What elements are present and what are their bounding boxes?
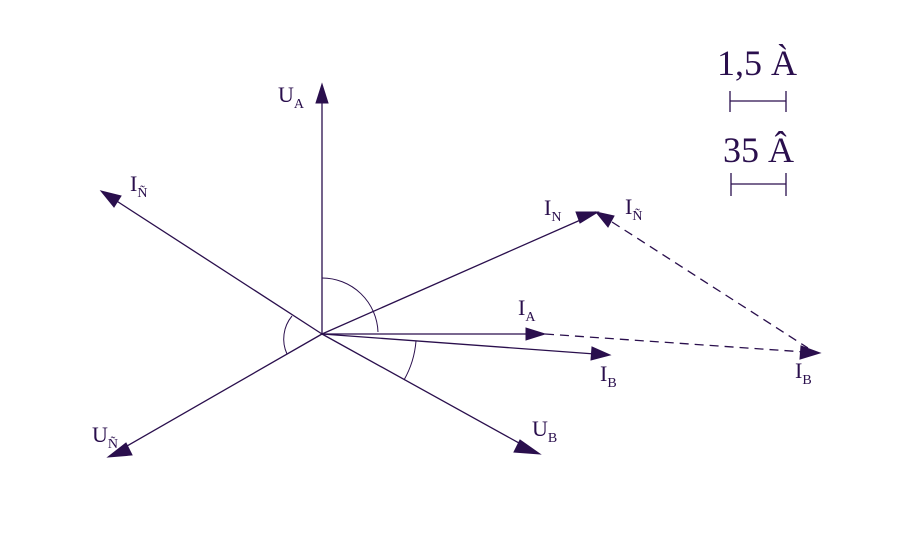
shifted-ic-arrowhead <box>594 211 615 228</box>
label-ia: IA <box>518 295 536 325</box>
vector-ic-arrowhead <box>99 190 122 208</box>
vector-in-line <box>321 217 586 335</box>
angle-arc-ua-in <box>321 277 379 333</box>
vector-ua-arrowhead <box>315 82 329 104</box>
vector-ia-arrowhead <box>525 327 547 341</box>
scale-current-label: 1,5 À <box>717 43 797 83</box>
vector-uc-line <box>119 333 323 451</box>
label-ua: UA <box>278 82 305 112</box>
vector-uc-arrowhead <box>106 442 133 458</box>
angle-arc-ic-uc <box>283 315 293 355</box>
dashed-ia-to-ib <box>544 333 806 353</box>
label-ub: UB <box>532 416 557 446</box>
vector-ib-line <box>321 333 596 355</box>
angle-arc-ib-ub <box>403 340 417 381</box>
vector-ub-line <box>321 333 529 449</box>
vector-ub-arrowhead <box>513 439 542 455</box>
label-ib: IB <box>600 361 617 391</box>
vector-in-arrowhead <box>575 211 600 224</box>
scale-current-bar <box>729 91 787 112</box>
scale-voltage-bar <box>730 173 787 196</box>
vector-ic-line <box>111 197 323 335</box>
vector-ib-arrowhead <box>590 346 612 361</box>
shifted-ib-arrowhead <box>799 345 822 360</box>
dashed-ic-to-ib <box>611 221 809 349</box>
label-in: IN <box>544 195 561 225</box>
label-ic-shifted: IÑ <box>625 194 642 224</box>
scale-voltage-label: 35 Â <box>723 130 794 170</box>
label-ib-shifted: IB <box>795 358 812 388</box>
label-uc: UÑ <box>92 422 118 452</box>
label-ic: IÑ <box>130 171 147 201</box>
